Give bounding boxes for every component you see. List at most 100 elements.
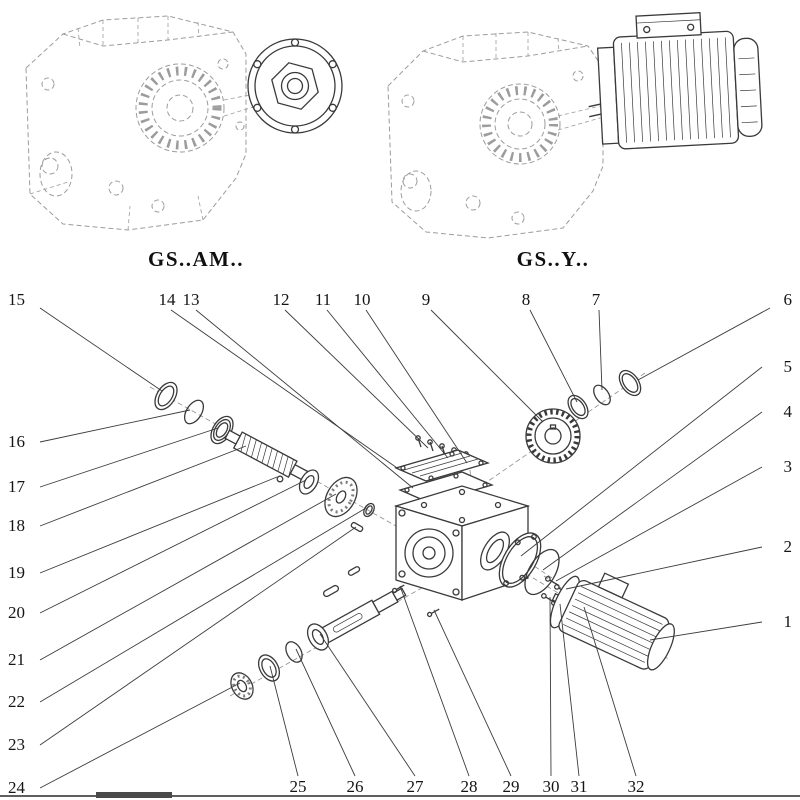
callout-5: 5 (520, 357, 793, 557)
callout-20: 20 (8, 479, 307, 622)
callout-number: 5 (784, 357, 793, 376)
callout-leader-line (39, 307, 163, 392)
callout-number: 31 (571, 777, 588, 796)
gear-circlip (593, 384, 611, 406)
callout-leader-line (399, 585, 470, 777)
callout-leader-line (39, 445, 247, 527)
callout-number: 12 (273, 290, 290, 309)
callout-leader-line (430, 309, 544, 423)
callout-21: 21 (8, 493, 337, 669)
output-seal (257, 654, 281, 682)
motor-side-view (588, 12, 763, 150)
callout-31: 31 (559, 603, 588, 796)
output-washer (230, 672, 254, 700)
footer-mark (96, 792, 172, 798)
callout-leader-line (39, 682, 241, 789)
callout-number: 17 (8, 477, 26, 496)
page-bottom-border (0, 792, 800, 798)
right-variant-label: GS..Y.. (517, 247, 590, 271)
callout-24: 24 (8, 682, 241, 797)
callout-17: 17 (8, 427, 219, 496)
top-cover-plate (394, 449, 490, 482)
callout-leader-line (565, 546, 763, 590)
callout-leader-line (637, 307, 771, 381)
callout-leader-line (598, 309, 603, 391)
callout-number: 23 (8, 735, 25, 754)
callout-26: 26 (295, 648, 364, 796)
callout-leader-line (365, 309, 468, 464)
callout-leader-line (39, 493, 337, 661)
callout-25: 25 (269, 665, 307, 796)
callout-number: 20 (8, 603, 25, 622)
output-key (322, 584, 340, 598)
callout-22: 22 (8, 507, 367, 711)
input-retaining-ring (183, 399, 205, 425)
output-bearing (306, 623, 330, 651)
left-variant-label: GS..AM.. (148, 247, 244, 271)
callout-16: 16 (8, 409, 191, 451)
gs-am-drawing (25, 15, 343, 231)
callout-32: 32 (583, 606, 645, 796)
callout-number: 32 (628, 777, 645, 796)
callout-8: 8 (522, 290, 578, 403)
shaft-key (350, 521, 364, 533)
callout-13: 13 (183, 290, 414, 489)
output-circlip (285, 641, 303, 663)
callout-number: 19 (8, 563, 25, 582)
callout-9: 9 (422, 290, 544, 423)
callout-leader-line (433, 609, 512, 777)
callout-leader-line (583, 606, 637, 777)
callout-leader-line (319, 633, 416, 777)
callout-number: 8 (522, 290, 531, 309)
gearbox-phantom-outline (25, 15, 261, 231)
callout-number: 11 (315, 290, 331, 309)
callout-leader-line (39, 526, 357, 746)
callout-leader-line (520, 366, 763, 557)
callout-leader-line (295, 648, 356, 777)
exploded-view: 1234567891011121314151617181920212223242… (8, 290, 793, 797)
callout-number: 14 (159, 290, 177, 309)
callout-2: 2 (565, 537, 792, 590)
gear-housing (393, 485, 531, 601)
gear-seal (618, 369, 642, 397)
callout-leader-line (39, 427, 219, 488)
gs-y-drawing (387, 12, 763, 239)
callout-leader-line (529, 309, 578, 403)
callout-number: 15 (8, 290, 25, 309)
callout-1: 1 (649, 612, 793, 641)
callout-number: 25 (290, 777, 307, 796)
callout-number: 27 (407, 777, 425, 796)
callout-number: 24 (8, 778, 26, 797)
output-flange-front (247, 38, 343, 134)
callout-number: 28 (461, 777, 478, 796)
callout-15: 15 (8, 290, 163, 392)
callout-leader-line (39, 479, 307, 614)
callout-7: 7 (592, 290, 603, 391)
callout-leader-line (170, 309, 401, 471)
callout-leader-line (39, 409, 191, 443)
callout-leader-line (542, 411, 763, 571)
callout-number: 26 (347, 777, 364, 796)
callout-leader-line (649, 621, 763, 641)
callout-27: 27 (319, 633, 425, 796)
o-ring (363, 502, 375, 518)
callout-leader-line (195, 309, 414, 489)
gear-disc-washer (324, 476, 358, 518)
callout-18: 18 (8, 445, 247, 535)
callout-14: 14 (159, 290, 401, 471)
callout-number: 6 (784, 290, 793, 309)
housing-screw-b (426, 608, 440, 618)
callout-number: 1 (784, 612, 793, 631)
callout-10: 10 (354, 290, 468, 464)
callout-4: 4 (542, 402, 793, 571)
dowel-pin (276, 475, 284, 483)
callout-number: 13 (183, 290, 200, 309)
callout-leader-line (549, 596, 552, 777)
callout-23: 23 (8, 526, 357, 754)
callout-number: 21 (8, 650, 25, 669)
output-pin (347, 566, 361, 576)
callout-number: 10 (354, 290, 371, 309)
motor-flange-ring (498, 532, 542, 588)
